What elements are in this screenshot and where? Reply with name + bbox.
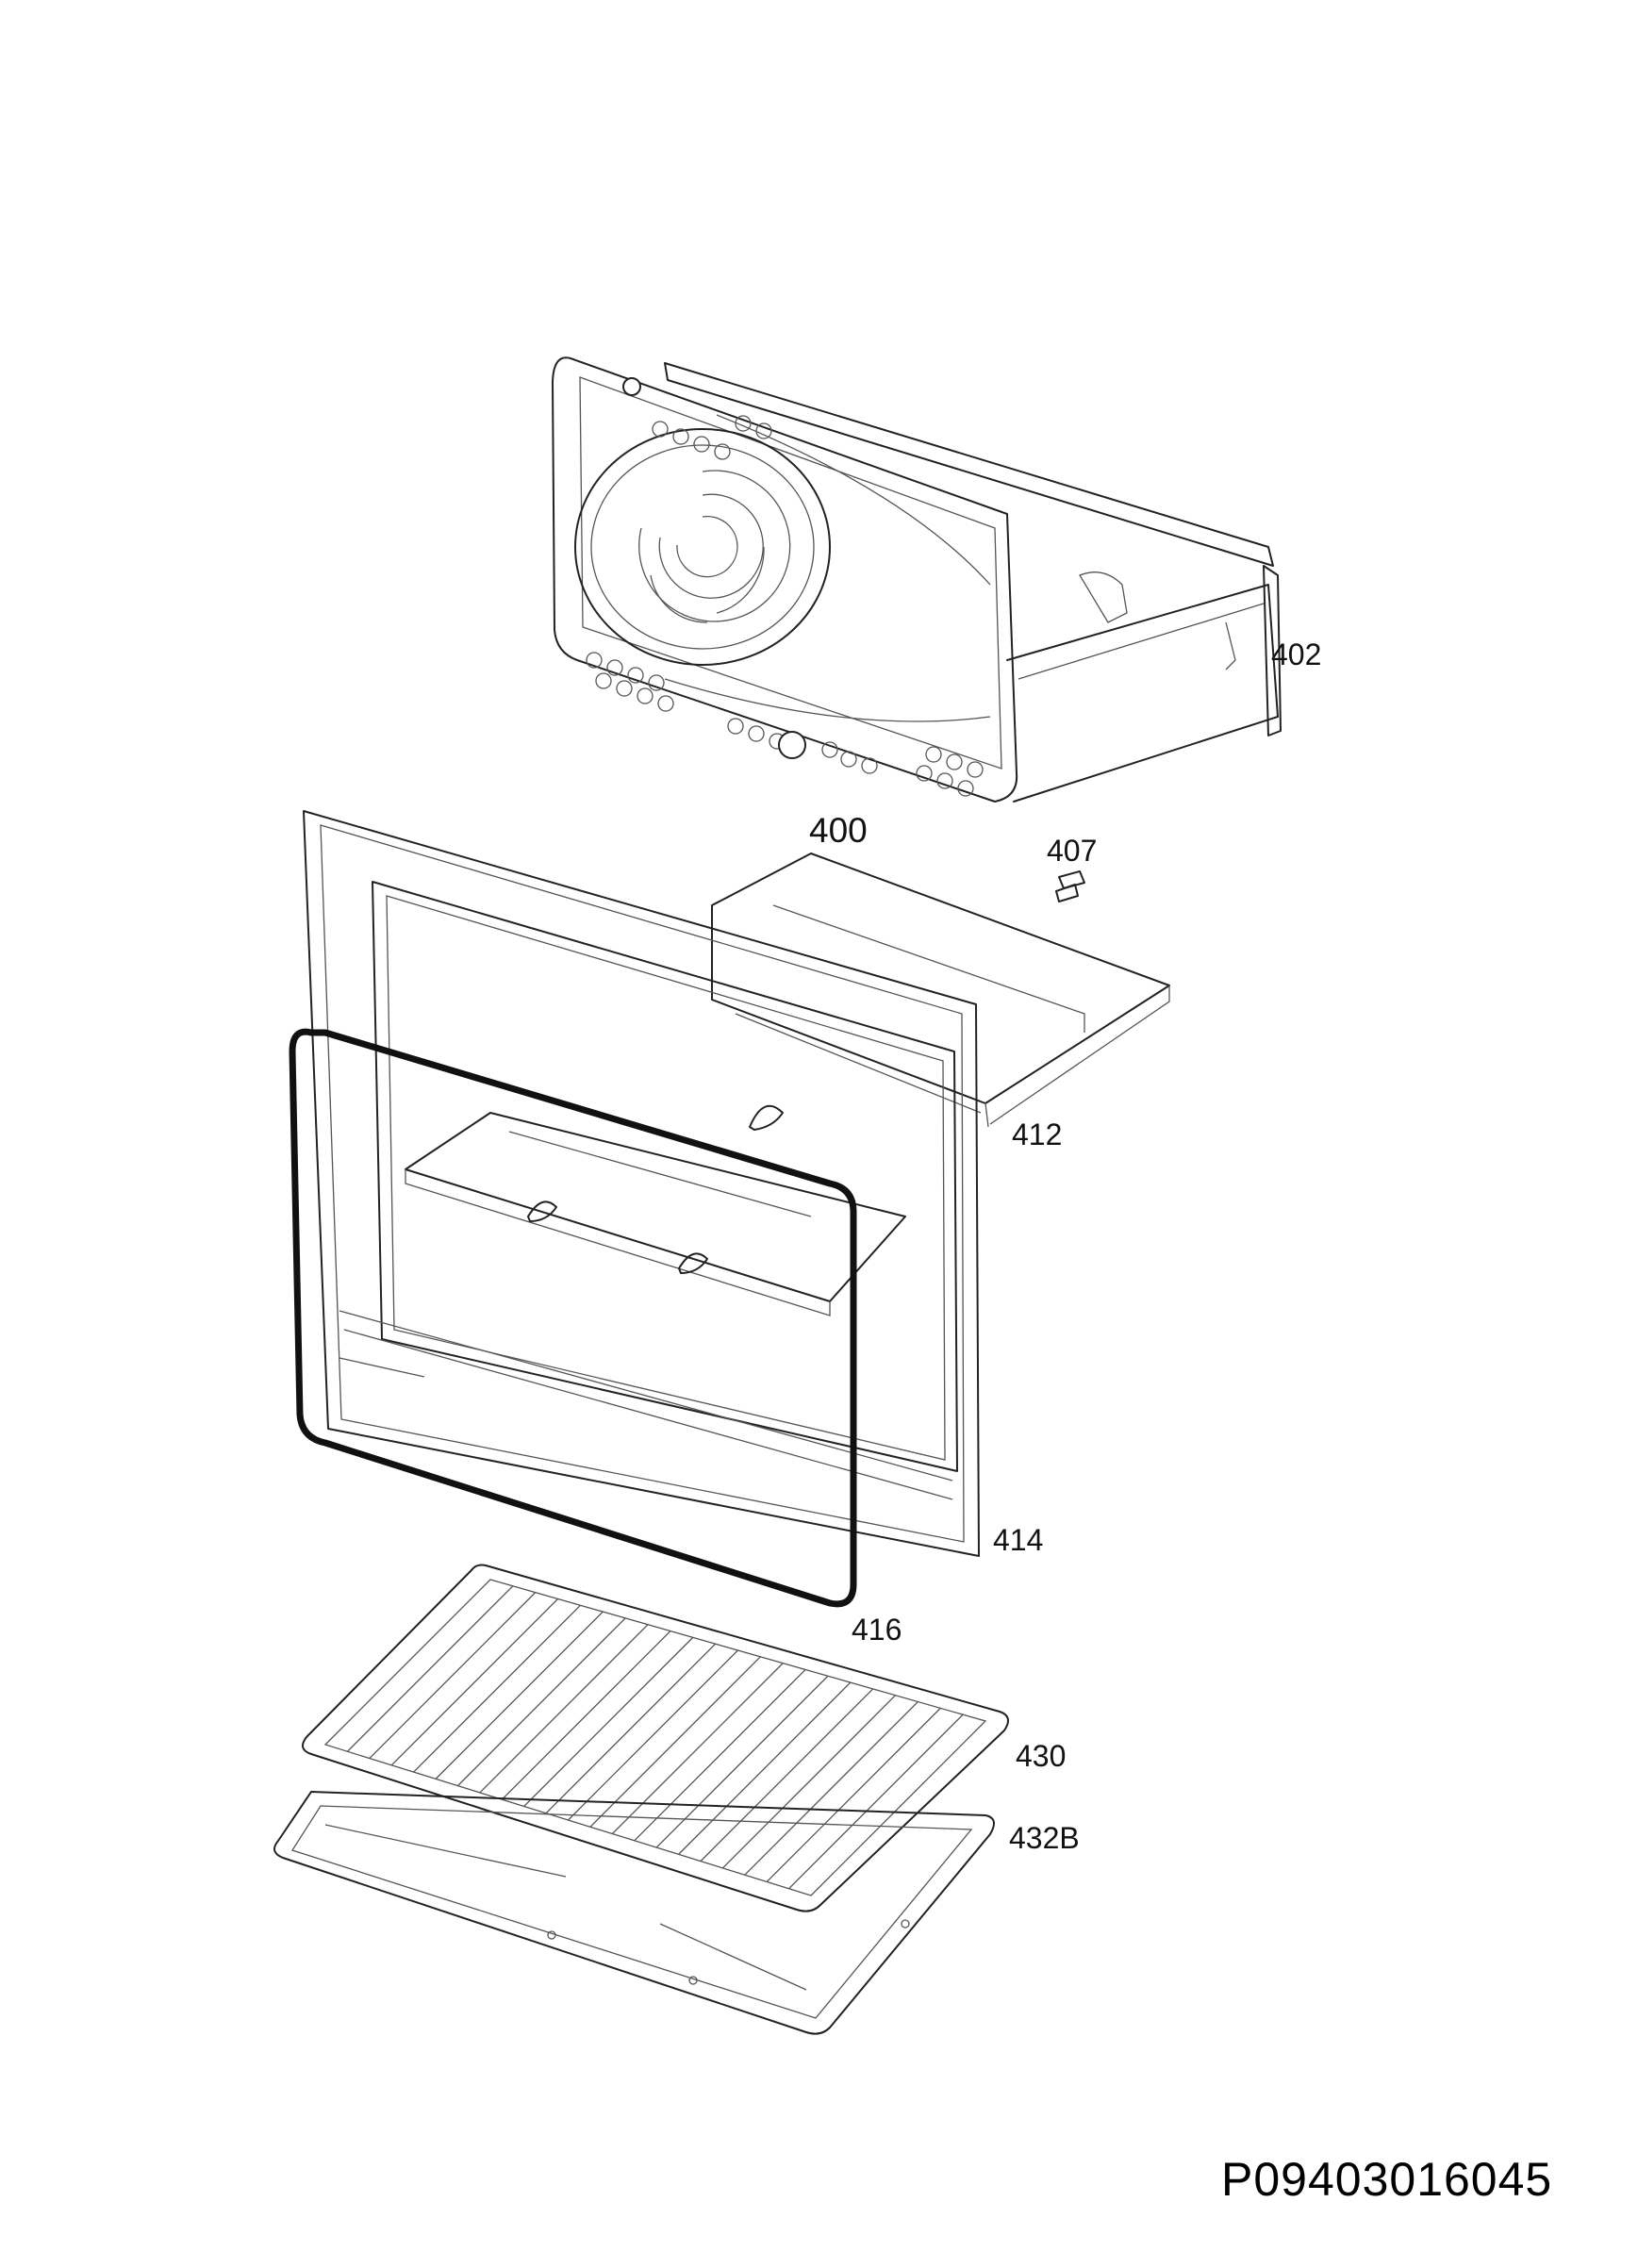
- shelf-rod: [568, 1649, 738, 1821]
- upper-plate-412: [711, 853, 1170, 1128]
- cavity-frame-414: [303, 810, 980, 1557]
- shelf-rod: [501, 1631, 671, 1800]
- shelf-rod: [700, 1688, 874, 1862]
- clip-407: [1055, 870, 1085, 902]
- shelf-rod: [545, 1643, 717, 1814]
- shelf-rod: [788, 1713, 964, 1890]
- rail-402: [664, 362, 1282, 803]
- part-label-432b: 432B: [1009, 1821, 1080, 1855]
- shelf-rod: [634, 1668, 806, 1842]
- back-panel-400: [552, 356, 1018, 803]
- shelf-rod: [589, 1656, 761, 1828]
- part-label-402: 402: [1271, 637, 1322, 671]
- shelf-rod: [435, 1611, 604, 1780]
- shelf-rod: [523, 1636, 694, 1807]
- shelf-rod: [721, 1695, 897, 1869]
- document-code: P09403016045: [1221, 2153, 1553, 2206]
- part-label-414: 414: [993, 1523, 1044, 1557]
- shelf-rod: [744, 1701, 918, 1876]
- shelf-rod: [346, 1585, 514, 1752]
- shelf-rod: [766, 1707, 941, 1882]
- part-label-407: 407: [1047, 834, 1098, 868]
- shelf-rod: [456, 1617, 626, 1787]
- part-label-430: 430: [1016, 1739, 1067, 1773]
- shelf-rod: [369, 1592, 537, 1760]
- shelf-rod: [611, 1663, 784, 1835]
- baking-tray-432b: [273, 1791, 995, 2035]
- shelf-rod: [390, 1598, 559, 1766]
- shelf-rod: [413, 1604, 581, 1773]
- part-label-412: 412: [1012, 1117, 1063, 1151]
- shelf-rod: [678, 1681, 852, 1855]
- part-label-416: 416: [852, 1613, 902, 1647]
- door-seal-416: [289, 1028, 857, 1608]
- wire-shelf-430: [302, 1564, 1009, 1912]
- shelf-rod: [479, 1624, 649, 1794]
- part-label-400: 400: [809, 811, 868, 850]
